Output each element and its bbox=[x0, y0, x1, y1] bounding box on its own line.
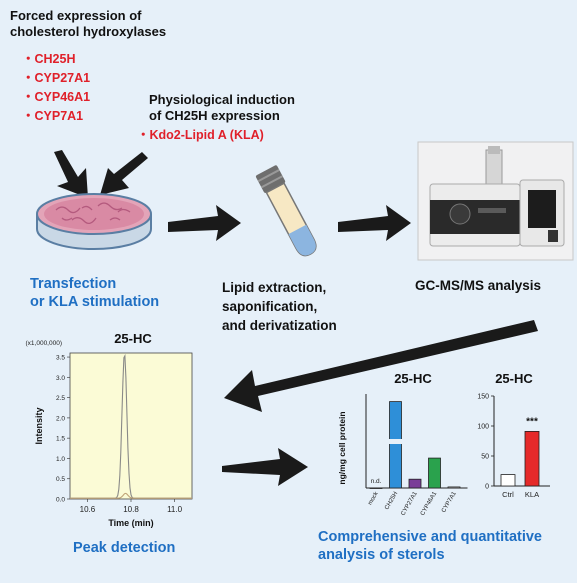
chromatogram-y-tick-label: 0.5 bbox=[56, 476, 65, 483]
bar1-value-label: n.d. bbox=[371, 478, 382, 485]
bar1-bar-ch25h bbox=[389, 401, 402, 489]
chromatogram-y-tick-label: 3.0 bbox=[56, 375, 65, 382]
chromatogram-y-tick-label: 3.5 bbox=[56, 355, 65, 362]
chromatogram-plot-area bbox=[69, 352, 193, 500]
chromatogram-y-axis-label: Intensity bbox=[34, 407, 44, 444]
chromatogram-x-axis-label: Time (min) bbox=[108, 518, 153, 528]
bar2-y-tick-label: 50 bbox=[481, 454, 489, 461]
test-tube-icon bbox=[255, 165, 317, 257]
lipid-line1: Lipid extraction, bbox=[222, 280, 327, 295]
transfection-label: Transfection or KLA stimulation bbox=[30, 275, 159, 311]
arrow-to-gcms-icon bbox=[338, 205, 411, 241]
comprehensive-line1: Comprehensive and quantitative bbox=[318, 529, 542, 545]
bar2-y-tick-label: 0 bbox=[485, 484, 489, 491]
chromatogram-y-tick-label: 0.0 bbox=[56, 497, 65, 504]
forced-title-line1: Forced expression of bbox=[10, 8, 142, 23]
transfection-line1: Transfection bbox=[30, 276, 117, 292]
comprehensive-line2: analysis of sterols bbox=[318, 547, 445, 563]
chromatogram-multiplier: (x1,000,000) bbox=[26, 340, 63, 347]
arrow-enzymes-icon bbox=[54, 150, 88, 198]
comprehensive-label: Comprehensive and quantitative analysis … bbox=[318, 528, 542, 564]
bar1-axis-break bbox=[388, 439, 403, 444]
arrow-to-charts-icon bbox=[222, 448, 308, 486]
petri-dish-icon bbox=[36, 193, 152, 250]
bar1-bar-cyp27a1 bbox=[408, 478, 422, 489]
forced-expression-title: Forced expression of cholesterol hydroxy… bbox=[10, 8, 166, 40]
bar1-category-label: mock bbox=[367, 490, 380, 506]
arrow-to-tube-icon bbox=[168, 205, 241, 241]
bar1-category-label: CYP27A1 bbox=[400, 490, 419, 516]
bar2-category-label: Ctrl bbox=[502, 490, 514, 499]
physiological-title: Physiological induction of CH25H express… bbox=[149, 92, 295, 124]
chromatogram-y-tick-label: 2.5 bbox=[56, 395, 65, 402]
gcms-instrument-icon bbox=[417, 141, 574, 261]
enzyme-cyp46a1: ・CYP46A1 bbox=[22, 90, 91, 104]
bar1-category-label: CYP46A1 bbox=[420, 490, 439, 516]
peak-detection-label: Peak detection bbox=[73, 540, 176, 556]
chromatogram-title: 25-HC bbox=[114, 331, 152, 346]
phys-title-line1: Physiological induction bbox=[149, 92, 295, 107]
bar1-y-axis-label: ng/mg cell protein bbox=[337, 411, 347, 484]
chromatogram-y-tick-label: 2.0 bbox=[56, 415, 65, 422]
lipid-line2: saponification, bbox=[222, 299, 318, 314]
kla-agent: ・Kdo2-Lipid A (KLA) bbox=[137, 128, 264, 142]
lipid-extraction-label: Lipid extraction, saponification, and de… bbox=[222, 278, 337, 335]
transfection-line2: or KLA stimulation bbox=[30, 294, 160, 310]
arrow-to-peak-icon bbox=[224, 320, 538, 412]
enzyme-cyp7a1: ・CYP7A1 bbox=[22, 109, 84, 123]
bar1-bar-cyp7a1 bbox=[447, 486, 461, 489]
chromatogram-x-tick-label: 10.6 bbox=[80, 505, 96, 514]
chromatogram-x-tick-label: 11.0 bbox=[167, 505, 183, 514]
gcms-label: GC-MS/MS analysis bbox=[415, 278, 542, 293]
bar2-title: 25-HC bbox=[495, 371, 533, 386]
bar1-bar-cyp46a1 bbox=[428, 457, 441, 489]
chromatogram-x-tick-label: 10.8 bbox=[123, 505, 139, 514]
phys-title-line2: of CH25H expression bbox=[149, 108, 280, 123]
forced-title-line2: cholesterol hydroxylases bbox=[10, 24, 167, 39]
bar2-bar-kla bbox=[524, 431, 540, 487]
bar1-category-label: CH25H bbox=[384, 491, 399, 511]
bar2-significance-label: *** bbox=[526, 416, 538, 427]
enzyme-cyp27a1: ・CYP27A1 bbox=[22, 71, 91, 85]
arrow-kla-icon bbox=[100, 152, 148, 195]
bar1-bar-mock bbox=[369, 487, 383, 489]
bar2-bar-ctrl bbox=[500, 474, 516, 487]
chromatogram-y-tick-label: 1.0 bbox=[56, 456, 65, 463]
chromatogram-chart: 25-HC (x1,000,000) 0.0 0.5 1.0 1.5 2.0 2.5 3.0 3.… bbox=[26, 331, 193, 528]
enzyme-ch25h: ・CH25H bbox=[22, 52, 76, 66]
chromatogram-y-tick-label: 1.5 bbox=[56, 436, 65, 443]
bar2-y-tick-label: 150 bbox=[477, 394, 489, 401]
chromatogram-series-line-1 bbox=[70, 492, 192, 499]
bar1-category-label: CYP7A1 bbox=[441, 490, 458, 514]
lipid-line3: and derivatization bbox=[222, 318, 337, 333]
bar2-y-tick-label: 100 bbox=[477, 424, 489, 431]
bar1-title: 25-HC bbox=[394, 371, 432, 386]
bar2-category-label: KLA bbox=[525, 490, 539, 499]
enzyme-list: ・CH25H ・CYP27A1 ・CYP46A1 ・CYP7A1 bbox=[22, 50, 90, 126]
